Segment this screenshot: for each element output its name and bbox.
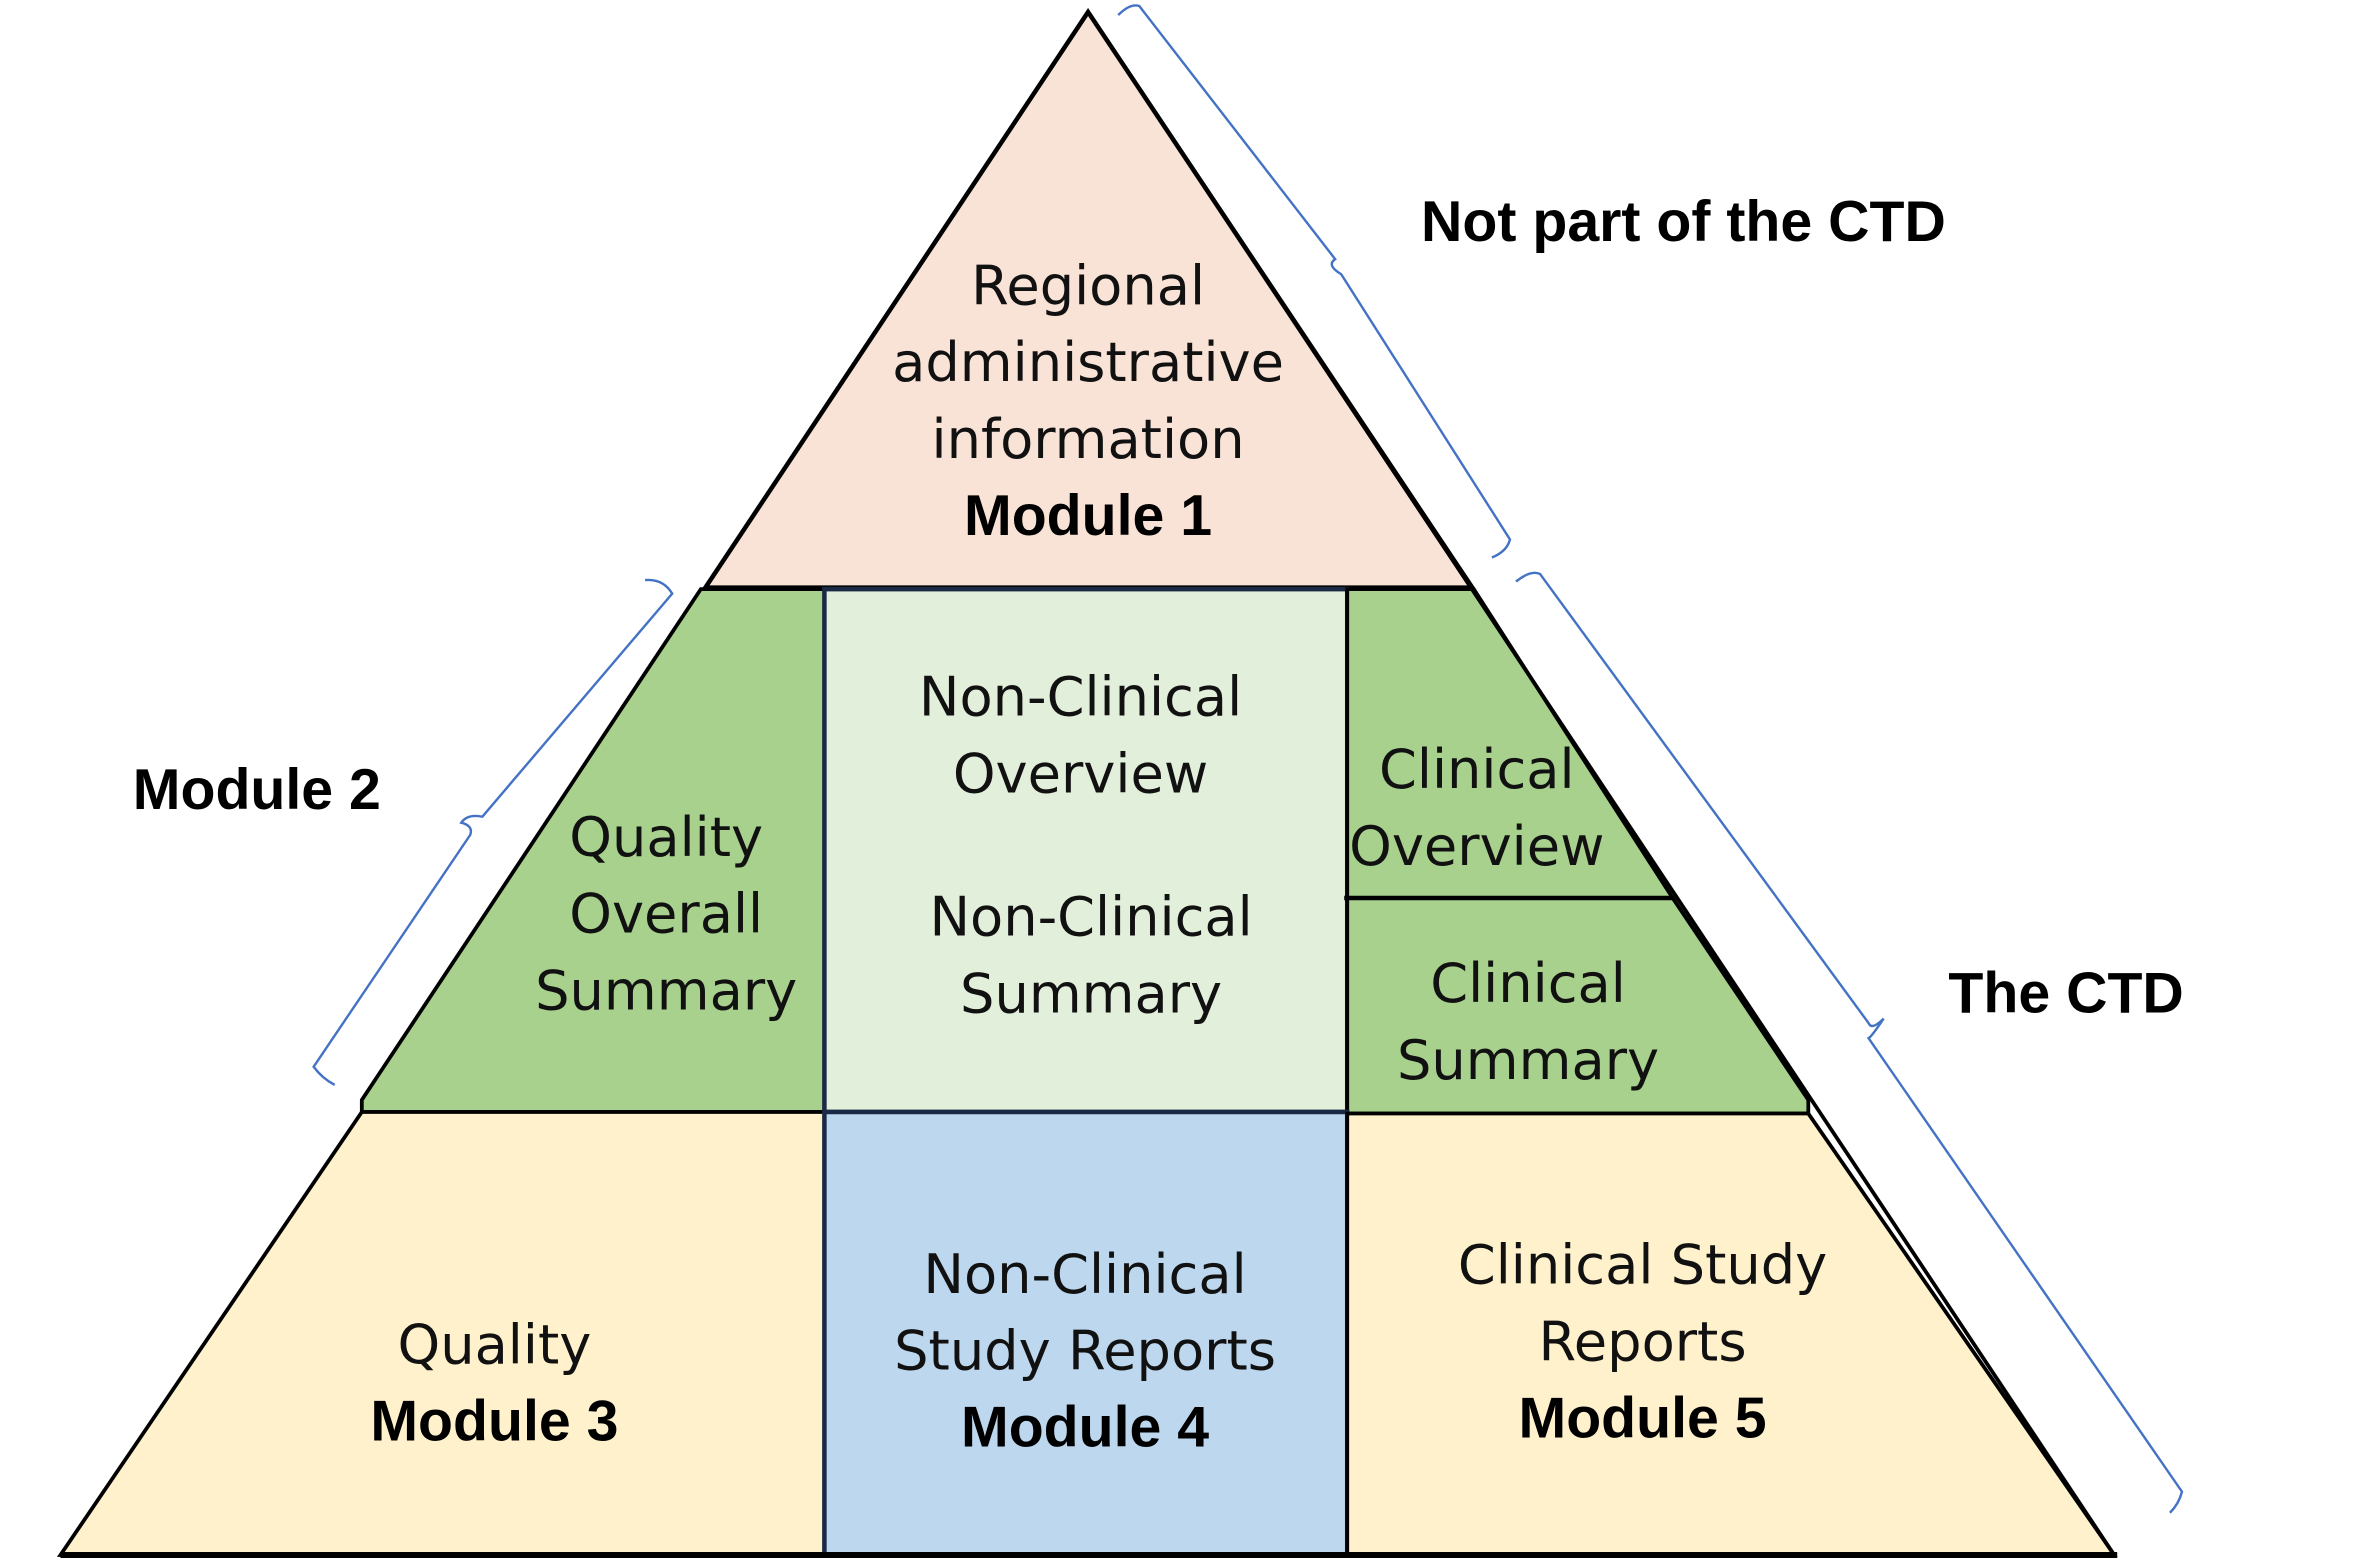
clinical-summary-line-2: Summary bbox=[1397, 1029, 1659, 1092]
not-part-label: Not part of the CTD bbox=[1421, 190, 1946, 254]
brace-the-ctd-icon bbox=[1515, 571, 2184, 1514]
module1-line-3: information bbox=[932, 408, 1245, 471]
nonclinical-overview-line-2: Overview bbox=[953, 743, 1208, 806]
module2-label: Module 2 bbox=[133, 758, 381, 822]
brace-not-part-icon bbox=[1117, 4, 1512, 559]
clinical-summary-line-1: Clinical bbox=[1430, 952, 1626, 1015]
clinical-overview-line-1: Clinical bbox=[1379, 738, 1575, 801]
module5-title: Module 5 bbox=[1519, 1386, 1767, 1450]
qos-line-3: Summary bbox=[535, 960, 797, 1023]
nonclinical-overview-line-1: Non-Clinical bbox=[919, 666, 1242, 729]
module4-title: Module 4 bbox=[961, 1395, 1209, 1459]
module1-line-2: administrative bbox=[892, 331, 1284, 394]
module4-region bbox=[822, 1109, 1350, 1558]
brace-module2-icon bbox=[312, 578, 674, 1086]
qos-line-1: Quality bbox=[569, 806, 763, 869]
module4-line-2: Study Reports bbox=[894, 1320, 1276, 1383]
module4-line-1: Non-Clinical bbox=[923, 1243, 1246, 1306]
qos-line-2: Overall bbox=[569, 883, 763, 946]
module5-line-2: Reports bbox=[1539, 1311, 1747, 1374]
module1-title: Module 1 bbox=[964, 484, 1212, 548]
clinical-overview-line-2: Overview bbox=[1349, 815, 1604, 878]
module5-line-1: Clinical Study bbox=[1458, 1234, 1827, 1297]
the-ctd-label: The CTD bbox=[1948, 962, 2183, 1026]
nonclinical-summary-line-1: Non-Clinical bbox=[929, 886, 1252, 949]
nonclinical-summary-line-2: Summary bbox=[960, 963, 1222, 1026]
module3-title: Module 3 bbox=[370, 1389, 618, 1453]
module1-line-1: Regional bbox=[971, 254, 1205, 317]
nonclinical-overview-summary-region bbox=[822, 586, 1350, 1115]
module3-line-1: Quality bbox=[398, 1314, 592, 1377]
pyramid-right-edge bbox=[1086, 11, 2116, 1557]
